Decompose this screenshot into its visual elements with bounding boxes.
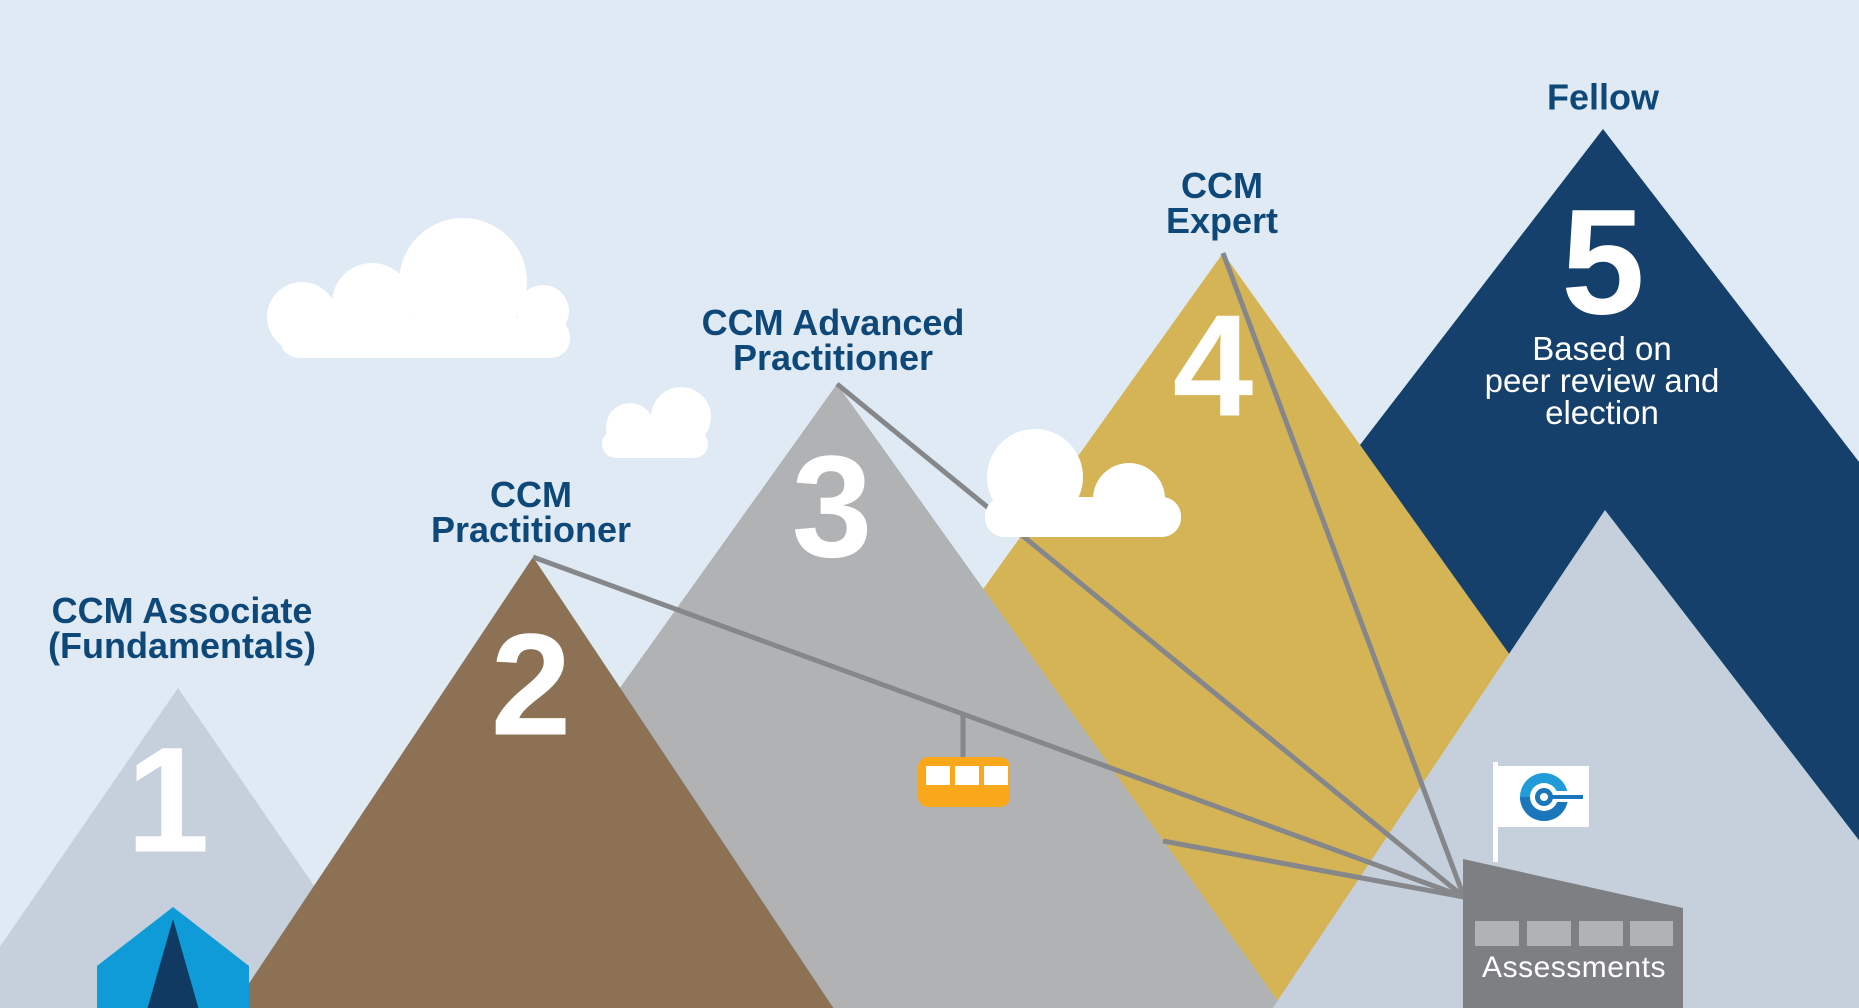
flag-pole [1493, 762, 1498, 862]
assessments-label: Assessments [1482, 951, 1666, 984]
level-3-label: CCM Advanced Practitioner [701, 302, 965, 378]
assessments-building [1463, 762, 1683, 1008]
level-5-note: Based on peer review and election [1484, 330, 1720, 431]
level-1-label: CCM Associate (Fundamentals) [47, 590, 317, 666]
cloud-icon [602, 387, 711, 458]
level-3-number: 3 [791, 425, 873, 588]
cable-car-icon [918, 757, 1010, 807]
assessment-line-peak2 [532, 554, 1465, 900]
tent-icon [97, 907, 249, 1008]
assessment-line-peak1 [1162, 838, 1465, 900]
building-windows [1475, 921, 1673, 946]
building-body [1463, 859, 1683, 1008]
mountain-6-foothill [1272, 510, 1859, 1008]
assessment-lines [532, 252, 1467, 900]
ciwem-logo-icon [1520, 773, 1583, 821]
level-4-number: 4 [1172, 284, 1254, 447]
cloud-icon [267, 218, 570, 358]
cloud-icon [985, 429, 1181, 537]
assessment-line-peak3 [835, 382, 1466, 899]
level-2-number: 2 [490, 603, 572, 766]
level-4-label: CCM Expert [1165, 165, 1279, 241]
level-2-label: CCM Practitioner [430, 474, 632, 550]
assessment-line-peak4 [1220, 252, 1467, 898]
level-5-label: Fellow [1546, 76, 1660, 118]
level-1-number: 1 [126, 715, 210, 884]
mountain-2-practitioner [232, 557, 834, 1008]
level-5-number: 5 [1561, 177, 1645, 346]
